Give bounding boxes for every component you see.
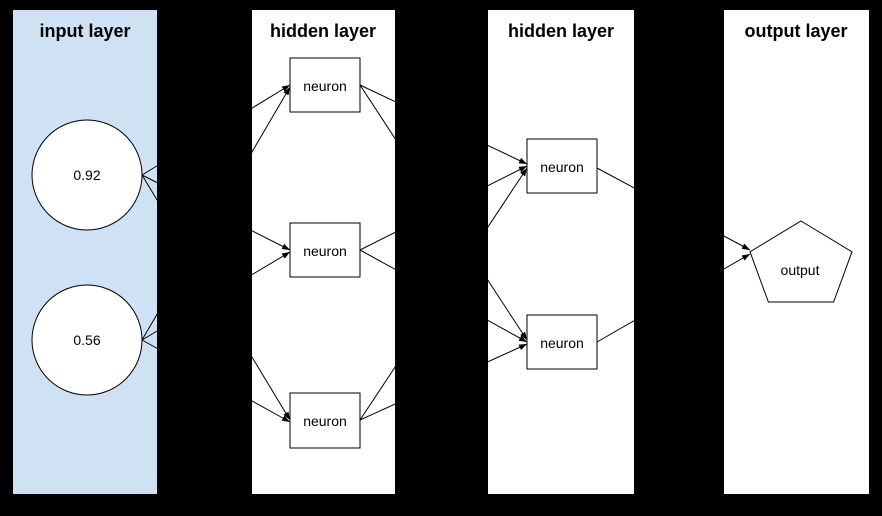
connection-hidden1-1-hidden2-1 [359, 84, 528, 165]
connection-input1-hidden1-2 [141, 174, 291, 251]
hidden2-neuron-1 [526, 138, 598, 194]
input-node-2 [31, 284, 143, 396]
panel-hidden-layer-2 [488, 10, 634, 494]
connection-input2-hidden1-3 [141, 339, 291, 423]
layer-title-hidden-1: hidden layer [269, 21, 377, 41]
hidden1-neuron-1 [289, 57, 361, 113]
output-node-label: output [780, 262, 820, 278]
hidden2-neuron-2-label: neuron [540, 335, 584, 351]
connection-hidden1-3-hidden2-2 [359, 343, 528, 421]
hidden1-neuron-3-label: neuron [303, 413, 347, 429]
connection-hidden1-1-hidden2-2 [359, 84, 528, 341]
connection-hidden1-3-hidden2-1 [359, 167, 528, 421]
hidden2-neuron-1-label: neuron [540, 159, 584, 175]
layer-title-hidden-2: hidden layer [507, 21, 615, 41]
panel-input-layer [13, 10, 157, 494]
connection-input2-hidden1-1 [141, 86, 291, 341]
layer-title-output: output layer [744, 21, 848, 41]
connection-input1-hidden1-3 [141, 174, 291, 421]
hidden1-neuron-2 [289, 222, 361, 278]
hidden2-neuron-2 [526, 314, 598, 370]
connection-hidden2-2-output [596, 253, 751, 343]
connection-input1-hidden1-1 [141, 84, 291, 176]
connection-hidden2-1-output [596, 167, 751, 251]
hidden1-neuron-3 [289, 392, 361, 449]
connection-input2-hidden1-2 [141, 251, 291, 341]
layer-title-input: input layer [39, 21, 131, 41]
output-node [749, 220, 853, 303]
hidden1-neuron-2-label: neuron [303, 243, 347, 259]
connection-hidden1-2-hidden2-2 [359, 249, 528, 343]
connection-hidden1-2-hidden2-1 [359, 165, 528, 251]
input-node-1 [31, 119, 143, 231]
hidden1-neuron-1-label: neuron [303, 78, 347, 94]
input-node-1-label: 0.92 [73, 167, 101, 183]
input-node-2-label: 0.56 [73, 332, 101, 348]
